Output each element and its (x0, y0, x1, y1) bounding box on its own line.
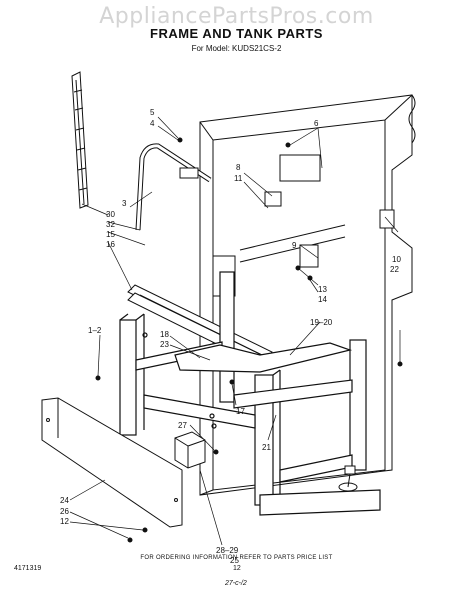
callout-32: 32 (106, 220, 115, 229)
callout-5: 5 (150, 108, 155, 117)
diagram-title: FRAME AND TANK PARTS (150, 26, 323, 41)
callout-13: 13 (318, 285, 327, 294)
callout-21: 21 (262, 443, 271, 452)
callout-24: 24 (60, 496, 69, 505)
side-rail (71, 71, 89, 209)
callout-9: 9 (292, 241, 297, 250)
leader-lines (69, 116, 401, 546)
callout-27: 27 (178, 421, 187, 430)
ordering-info-note: FOR ORDERING INFORMATION REFER TO PARTS … (140, 555, 333, 561)
callout-6: 6 (314, 119, 319, 128)
callout-12: 12 (60, 517, 69, 526)
callout-17: 17 (236, 407, 245, 416)
toe-panel (41, 397, 183, 528)
callout-11: 11 (234, 174, 243, 183)
callout-22: 22 (390, 265, 399, 274)
model-line: For Model: KUDS21CS-2 (191, 44, 282, 53)
small-box (174, 431, 206, 469)
watermark: AppliancePartsPros.com (99, 4, 374, 29)
page-number: 12 (233, 565, 241, 572)
callout-19-20: 19–20 (310, 318, 333, 327)
callout-14: 14 (318, 295, 327, 304)
callout-28-29: 28–29 (216, 546, 239, 555)
callout-25: 25 (230, 556, 239, 565)
callout-23: 23 (160, 340, 169, 349)
hanger-bar (135, 143, 212, 231)
revision-date: 27-c-/2 (225, 580, 247, 587)
callout-16: 16 (106, 240, 115, 249)
callout-4: 4 (150, 119, 155, 128)
callout-15: 15 (106, 230, 115, 239)
callout-30: 30 (106, 210, 115, 219)
base-frame (119, 271, 381, 516)
leveling-leg (338, 465, 358, 492)
callouts: 5 4 6 8 11 3 30 32 15 16 9 10 22 13 14 1… (60, 108, 401, 565)
part-code: 4171319 (14, 565, 42, 572)
callout-8: 8 (236, 163, 241, 172)
callout-26: 26 (60, 507, 69, 516)
callout-1-2: 1–2 (88, 326, 102, 335)
callout-3: 3 (122, 199, 127, 208)
callout-10: 10 (392, 255, 401, 264)
callout-18: 18 (160, 330, 169, 339)
